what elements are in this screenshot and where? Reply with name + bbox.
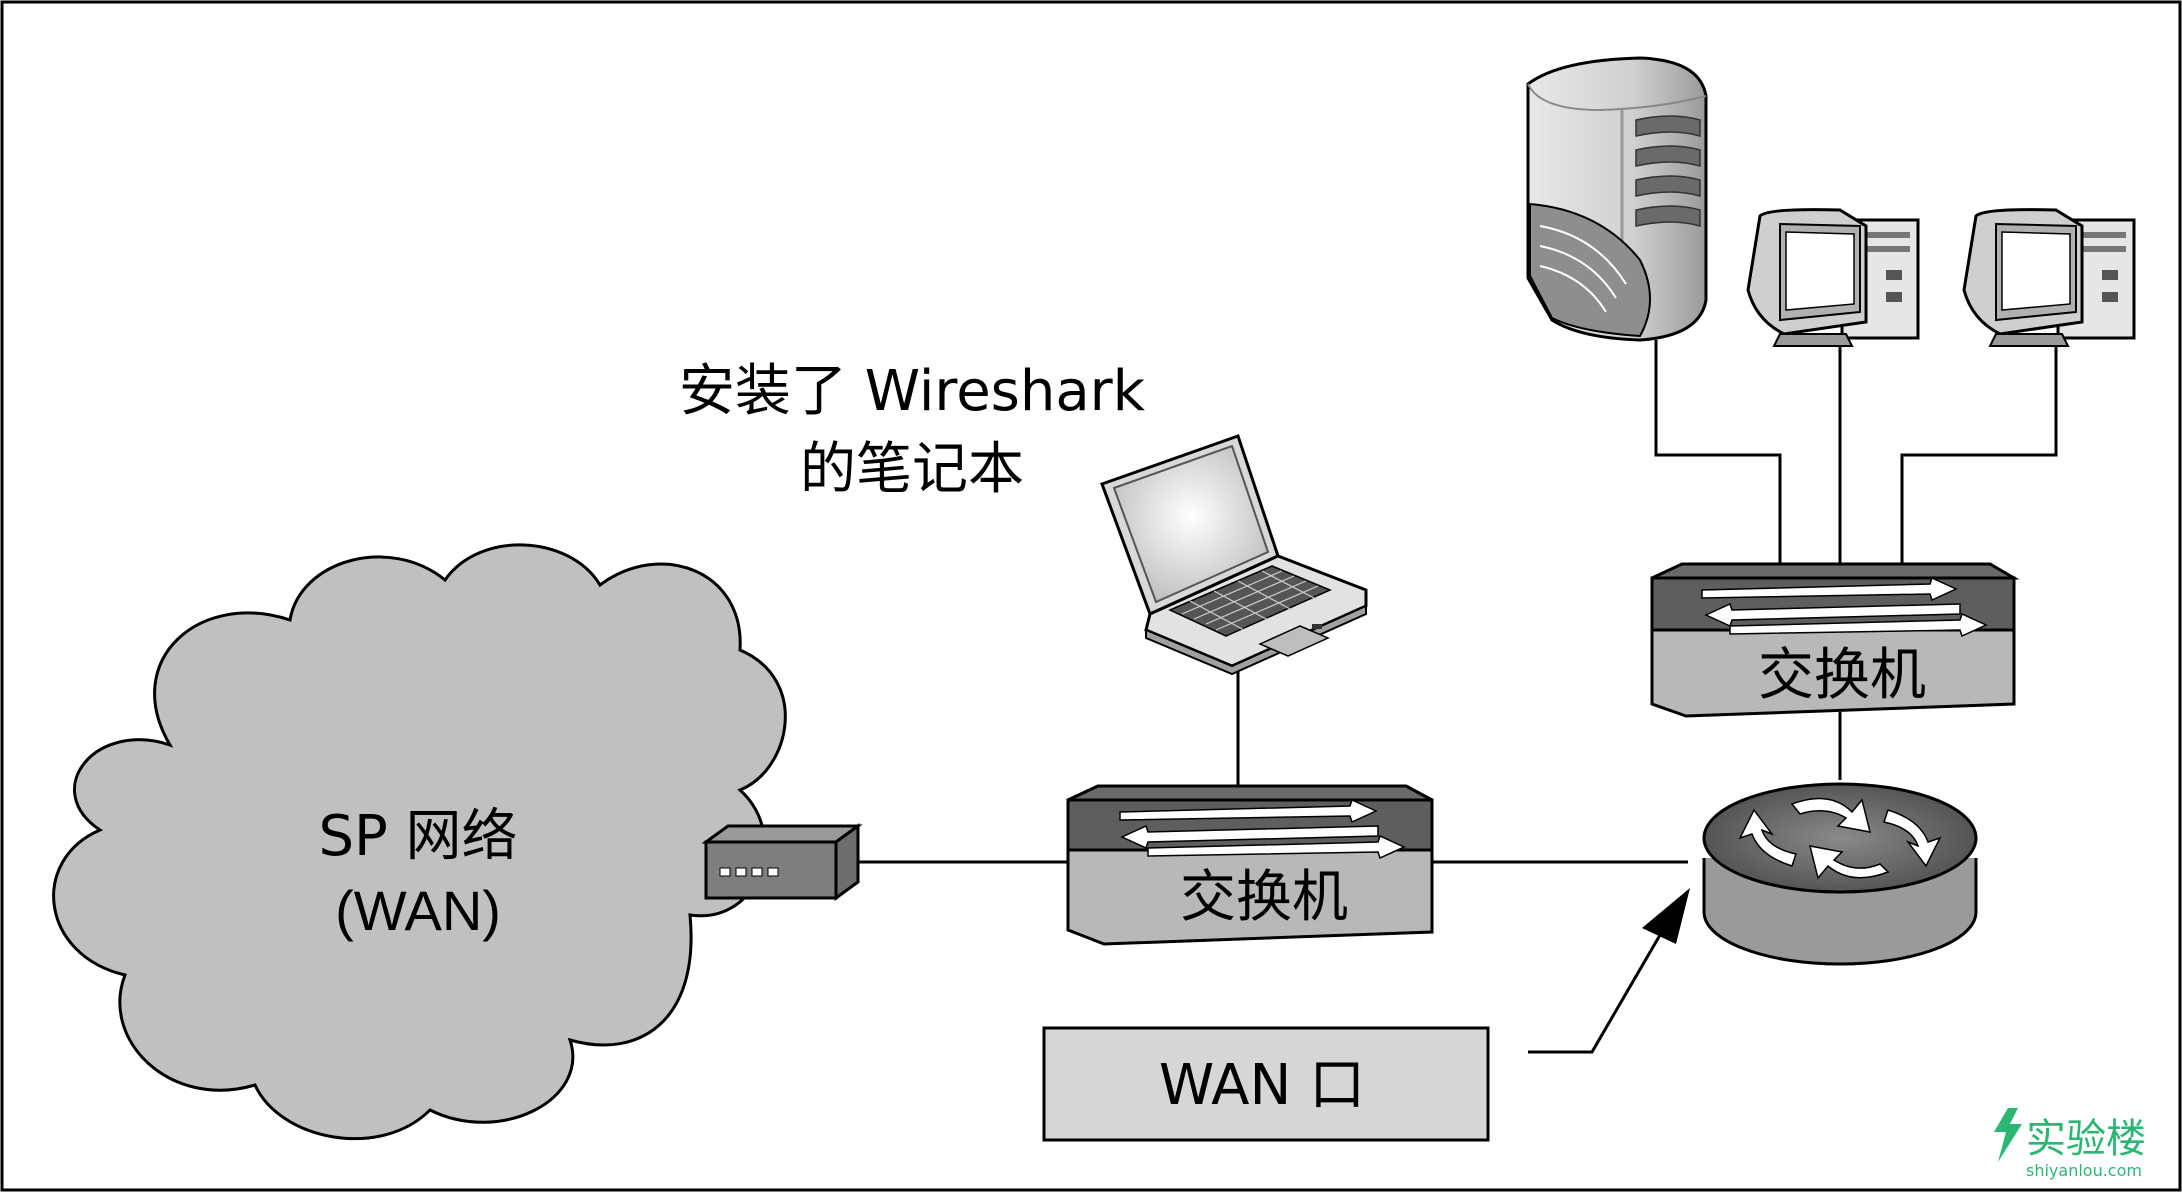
switch-lower-icon (1066, 784, 1434, 946)
shiyanlou-leaf-icon (1994, 1108, 2022, 1162)
laptop-caption-line1: 安装了 Wireshark (679, 359, 1146, 424)
laptop-caption-line2: 的笔记本 (800, 437, 1024, 502)
wan-pointer-arrowhead (1642, 888, 1690, 944)
sp-network-cloud (52, 543, 787, 1141)
desktop-pc-2-icon (1962, 208, 2136, 347)
laptop-icon (1100, 434, 1368, 676)
watermark-name: 实验楼 (2026, 1116, 2146, 1162)
watermark-logo: 实验楼 shiyanlou.com (1994, 1108, 2146, 1180)
switch-lower-label: 交换机 (1180, 865, 1348, 930)
modem-icon (701, 823, 863, 901)
cloud-label-line2: (WAN) (335, 879, 501, 942)
link-server-switch (1654, 340, 1782, 570)
router-icon (1702, 782, 1978, 966)
wan-port-label: WAN 口 (1159, 1053, 1365, 1118)
switch-upper-icon (1650, 562, 2020, 718)
server-icon (1526, 56, 1708, 342)
desktop-pc-1-icon (1746, 208, 1920, 347)
connection-lines (858, 338, 2058, 1054)
switch-upper-label: 交换机 (1758, 643, 1926, 708)
link-pc2-switch (1900, 338, 2058, 570)
watermark-url: shiyanlou.com (2026, 1161, 2142, 1180)
cloud-label-line1: SP 网络 (318, 804, 517, 869)
wan-pointer-line (1528, 934, 1662, 1054)
wan-port-box (1042, 1026, 1490, 1142)
